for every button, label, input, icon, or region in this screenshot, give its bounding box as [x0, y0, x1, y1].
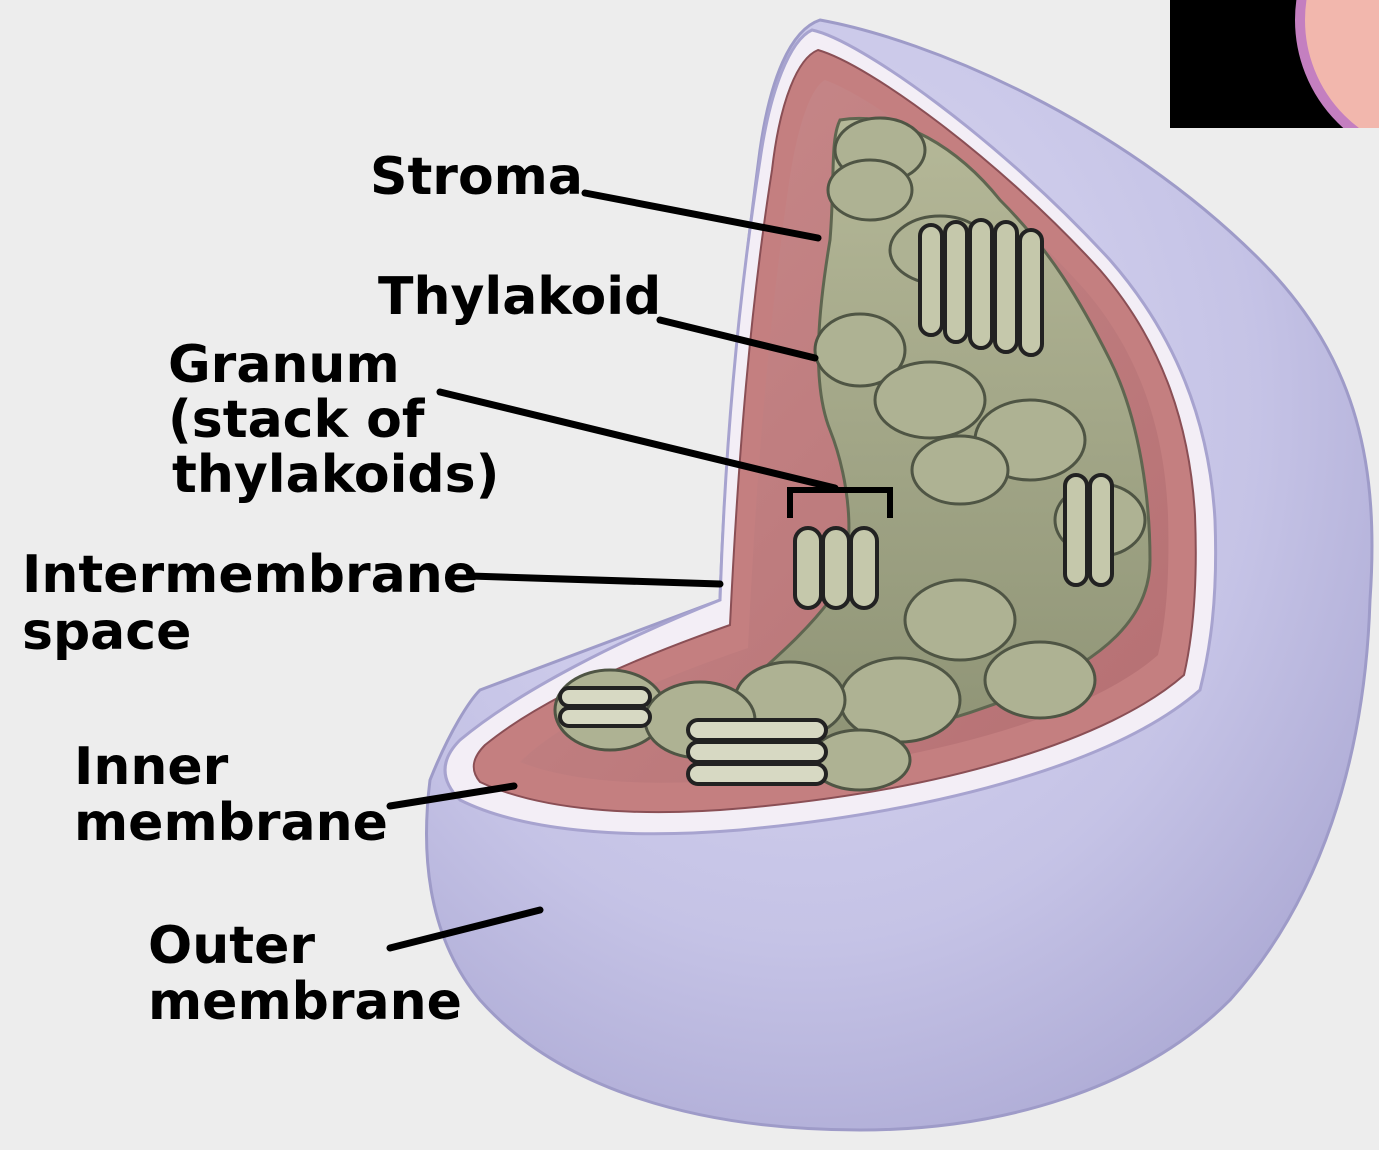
- label-stroma: Stroma: [370, 148, 583, 206]
- inset-thumbnail: [1170, 0, 1379, 128]
- label-granum-line2: (stack of: [168, 391, 425, 449]
- label-granum-line3: thylakoids): [172, 446, 499, 504]
- label-inner-line1: Inner: [74, 738, 228, 796]
- label-outer-line2: membrane: [148, 973, 462, 1031]
- label-outer-line1: Outer: [148, 917, 315, 975]
- inset-cell-icon: [1170, 0, 1379, 128]
- label-granum-line1: Granum: [168, 336, 400, 394]
- label-thylakoid: Thylakoid: [378, 268, 661, 326]
- label-intermembrane-line2: space: [22, 603, 191, 661]
- label-inner-line2: membrane: [74, 794, 388, 852]
- label-intermembrane-line1: Intermembrane: [22, 546, 478, 604]
